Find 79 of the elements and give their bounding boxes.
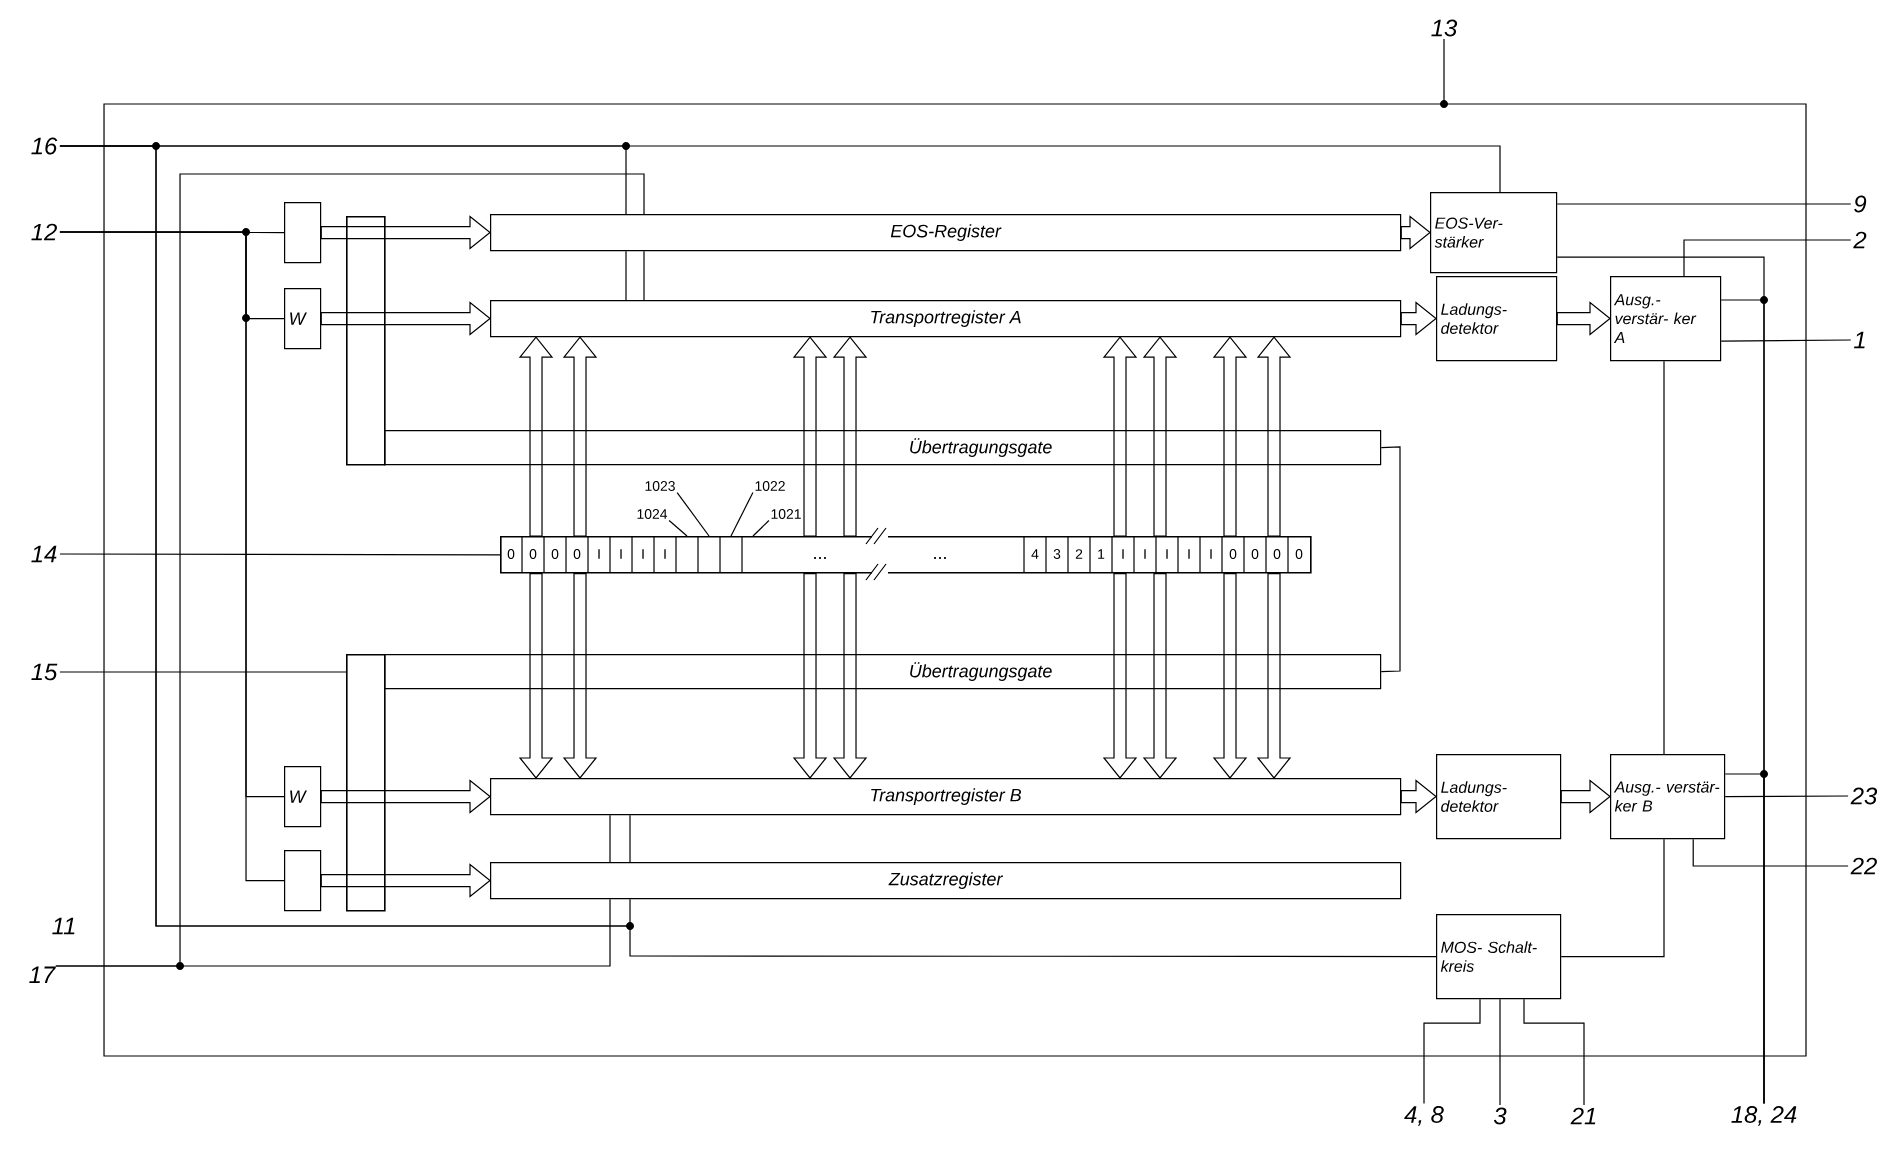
hollow-arrow xyxy=(832,336,868,537)
connection-line xyxy=(1663,360,1665,755)
register-box: Transportregister B xyxy=(490,778,1402,816)
hollow-arrow xyxy=(1102,336,1138,537)
switch-box xyxy=(284,850,322,912)
pin-number: 22 xyxy=(1850,857,1877,875)
switch-box: W xyxy=(284,766,322,828)
switch-box xyxy=(284,202,322,264)
connection-line xyxy=(55,898,611,967)
pin-number: 18, 24 xyxy=(1731,1106,1797,1126)
hollow-arrow xyxy=(518,336,554,537)
hollow-arrow xyxy=(562,336,598,537)
pin-number: 23 xyxy=(1850,787,1878,805)
register-box: Zusatzregister xyxy=(490,862,1402,900)
hollow-arrow xyxy=(1212,336,1248,537)
hollow-arrow xyxy=(562,573,598,779)
sensor-row xyxy=(500,527,1312,581)
hollow-arrow xyxy=(1256,336,1292,537)
ellipsis: ... xyxy=(814,557,826,559)
hollow-arrow xyxy=(1256,573,1292,779)
gate-leg xyxy=(346,654,386,912)
leader-line xyxy=(676,491,710,537)
register-box: EOS-Register xyxy=(490,214,1402,252)
connection-line xyxy=(59,553,501,556)
frame-line xyxy=(103,38,1807,1057)
hollow-arrow xyxy=(320,215,491,250)
ellipsis: ... xyxy=(934,557,946,559)
connection-line xyxy=(1556,203,1852,205)
connection-line xyxy=(609,814,611,863)
connection-line xyxy=(643,250,645,301)
pin-number: 21 xyxy=(1570,1107,1596,1125)
connection-line xyxy=(1683,239,1852,277)
hollow-arrow xyxy=(792,573,828,779)
pin-number: 9 xyxy=(1854,195,1867,213)
leader-line xyxy=(668,519,688,537)
connection-line xyxy=(59,671,347,673)
connection-line xyxy=(1692,838,1849,867)
hollow-arrow xyxy=(320,301,491,336)
leader-line xyxy=(752,519,770,537)
hollow-arrow xyxy=(1142,573,1178,779)
connection-line xyxy=(1380,446,1401,673)
connection-line xyxy=(1499,998,1501,1106)
connection-line xyxy=(1724,773,1765,1105)
hollow-arrow xyxy=(1400,215,1431,250)
hollow-arrow xyxy=(1560,779,1611,814)
pin-number: 13 xyxy=(1431,19,1458,37)
connection-line xyxy=(59,145,1437,958)
hollow-arrow xyxy=(320,779,491,814)
hollow-arrow xyxy=(518,573,554,779)
pin-number: 1 xyxy=(1854,331,1865,349)
hollow-arrow xyxy=(1212,573,1248,779)
connection-line xyxy=(1523,998,1585,1106)
switch-box: W xyxy=(284,288,322,350)
pin-number: 3 xyxy=(1493,1107,1507,1125)
hollow-arrow xyxy=(1556,301,1611,336)
leader-line xyxy=(730,491,754,537)
hollow-arrow xyxy=(1400,779,1437,814)
hollow-arrow xyxy=(792,336,828,537)
hollow-arrow xyxy=(320,863,491,898)
pin-number: 12 xyxy=(31,223,57,241)
hollow-arrow xyxy=(832,573,868,779)
connection-line xyxy=(625,250,627,301)
pin-number: 14 xyxy=(31,545,57,563)
gate-leg xyxy=(346,216,386,466)
register-box: Transportregister A xyxy=(490,300,1402,338)
connection-line xyxy=(629,814,631,863)
connection-line xyxy=(1423,998,1481,1105)
hollow-arrow xyxy=(1102,573,1138,779)
connection-line xyxy=(1560,838,1665,958)
pin-number: 2 xyxy=(1853,231,1867,249)
pin-number: 16 xyxy=(31,137,58,155)
hollow-arrow xyxy=(1400,301,1437,336)
connection-line xyxy=(1720,339,1852,342)
pin-number: 4, 8 xyxy=(1404,1106,1444,1126)
pin-number: 17 xyxy=(29,966,56,984)
pin-number: 11 xyxy=(52,917,75,935)
pin-number: 15 xyxy=(31,663,58,681)
connection-line xyxy=(1724,795,1849,798)
hollow-arrow xyxy=(1142,336,1178,537)
